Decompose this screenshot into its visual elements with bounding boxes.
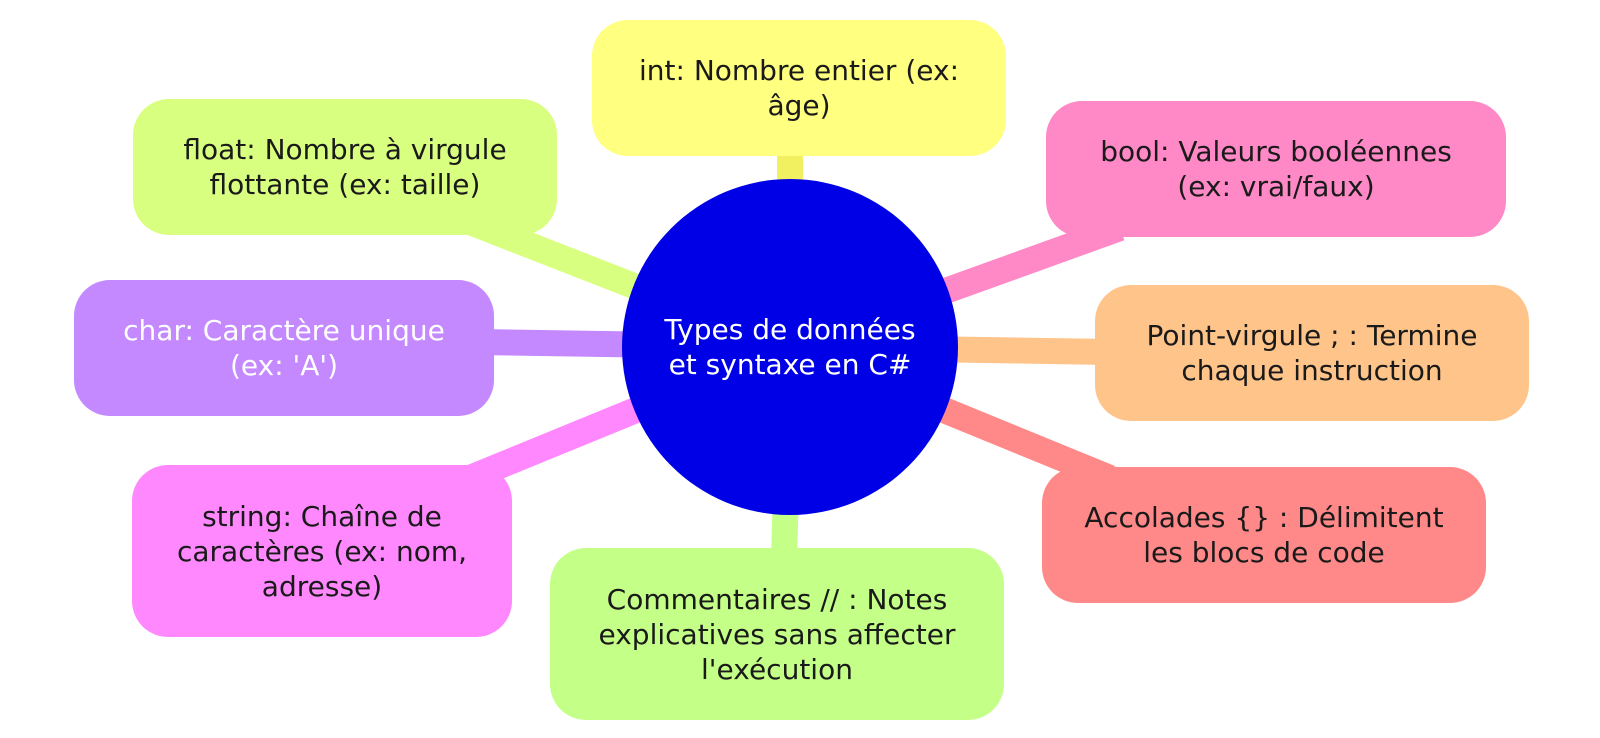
central-topic: Types de données et syntaxe en C#: [622, 179, 958, 515]
node-float: float: Nombre à virgule flottante (ex: t…: [133, 99, 557, 235]
node-char-label: char: Caractère unique (ex: 'A'): [123, 314, 445, 382]
node-char: char: Caractère unique (ex: 'A'): [74, 280, 494, 416]
node-bool-label: bool: Valeurs booléennes (ex: vrai/faux): [1100, 135, 1452, 203]
node-comments-label: Commentaires // : Notes explicatives san…: [598, 582, 956, 686]
node-float-label: float: Nombre à virgule flottante (ex: t…: [183, 133, 507, 201]
node-semicolon: Point-virgule ; : Termine chaque instruc…: [1095, 285, 1529, 421]
node-comments: Commentaires // : Notes explicatives san…: [550, 548, 1004, 720]
node-bool: bool: Valeurs booléennes (ex: vrai/faux): [1046, 101, 1506, 237]
node-int: int: Nombre entier (ex: âge): [592, 20, 1006, 156]
central-topic-label: Types de données et syntaxe en C#: [664, 313, 916, 381]
node-int-label: int: Nombre entier (ex: âge): [638, 54, 960, 122]
node-braces: Accolades {} : Délimitent les blocs de c…: [1042, 467, 1486, 603]
node-semicolon-label: Point-virgule ; : Termine chaque instruc…: [1146, 319, 1478, 387]
node-braces-label: Accolades {} : Délimitent les blocs de c…: [1084, 501, 1444, 569]
node-string: string: Chaîne de caractères (ex: nom, a…: [132, 465, 512, 637]
node-string-label: string: Chaîne de caractères (ex: nom, a…: [176, 499, 468, 603]
